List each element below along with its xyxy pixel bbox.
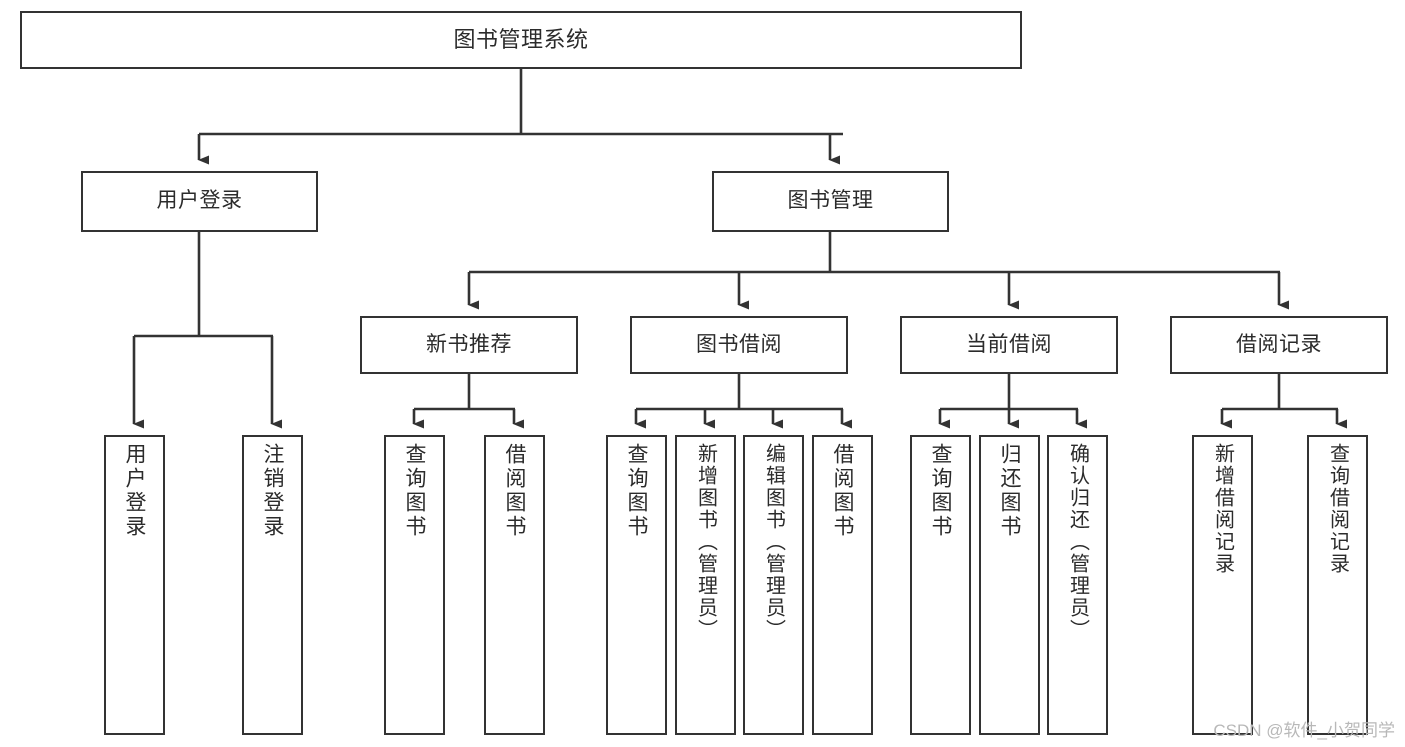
node-leaf-add-book-label: 新增图书（管理员） [694,443,717,641]
node-leaf-query-record-label: 查询借阅记录 [1326,443,1349,575]
node-leaf-user-login[interactable]: 用户登录 [104,435,165,735]
node-leaf-query-book-1-label: 查询图书 [403,443,426,539]
node-leaf-borrow-book-2-label: 借阅图书 [831,443,854,539]
node-leaf-edit-book[interactable]: 编辑图书（管理员） [743,435,804,735]
node-leaf-query-book-3-label: 查询图书 [929,443,952,539]
node-user-login[interactable]: 用户登录 [81,171,318,232]
node-borrow-record-label: 借阅记录 [1236,332,1322,356]
node-leaf-user-login-label: 用户登录 [123,443,146,539]
node-leaf-borrow-book-2[interactable]: 借阅图书 [812,435,873,735]
node-leaf-query-book-1[interactable]: 查询图书 [384,435,445,735]
node-leaf-query-book-3[interactable]: 查询图书 [910,435,971,735]
node-leaf-confirm-return-label: 确认归还（管理员） [1066,443,1089,641]
node-leaf-query-book-2-label: 查询图书 [625,443,648,539]
node-current-borrow[interactable]: 当前借阅 [900,316,1118,374]
node-leaf-query-record[interactable]: 查询借阅记录 [1307,435,1368,735]
node-root-label: 图书管理系统 [453,27,589,53]
node-new-book-recommend-label: 新书推荐 [426,332,512,356]
node-leaf-add-record[interactable]: 新增借阅记录 [1192,435,1253,735]
node-leaf-return-book[interactable]: 归还图书 [979,435,1040,735]
node-current-borrow-label: 当前借阅 [966,332,1052,356]
node-leaf-query-book-2[interactable]: 查询图书 [606,435,667,735]
node-book-borrow[interactable]: 图书借阅 [630,316,848,374]
node-leaf-logout-login[interactable]: 注销登录 [242,435,303,735]
node-leaf-add-record-label: 新增借阅记录 [1211,443,1234,575]
node-book-manage[interactable]: 图书管理 [712,171,949,232]
node-leaf-return-book-label: 归还图书 [998,443,1021,539]
node-leaf-edit-book-label: 编辑图书（管理员） [762,443,785,641]
node-new-book-recommend[interactable]: 新书推荐 [360,316,578,374]
node-leaf-logout-login-label: 注销登录 [261,443,284,539]
node-leaf-confirm-return[interactable]: 确认归还（管理员） [1047,435,1108,735]
csdn-watermark: CSDN @软件_小贺同学 [1213,721,1395,740]
node-leaf-add-book[interactable]: 新增图书（管理员） [675,435,736,735]
node-leaf-borrow-book-1-label: 借阅图书 [503,443,526,539]
node-borrow-record[interactable]: 借阅记录 [1170,316,1388,374]
node-leaf-borrow-book-1[interactable]: 借阅图书 [484,435,545,735]
node-book-manage-label: 图书管理 [787,189,874,213]
node-root[interactable]: 图书管理系统 [20,11,1022,69]
node-book-borrow-label: 图书借阅 [696,332,782,356]
node-user-login-label: 用户登录 [156,189,243,213]
